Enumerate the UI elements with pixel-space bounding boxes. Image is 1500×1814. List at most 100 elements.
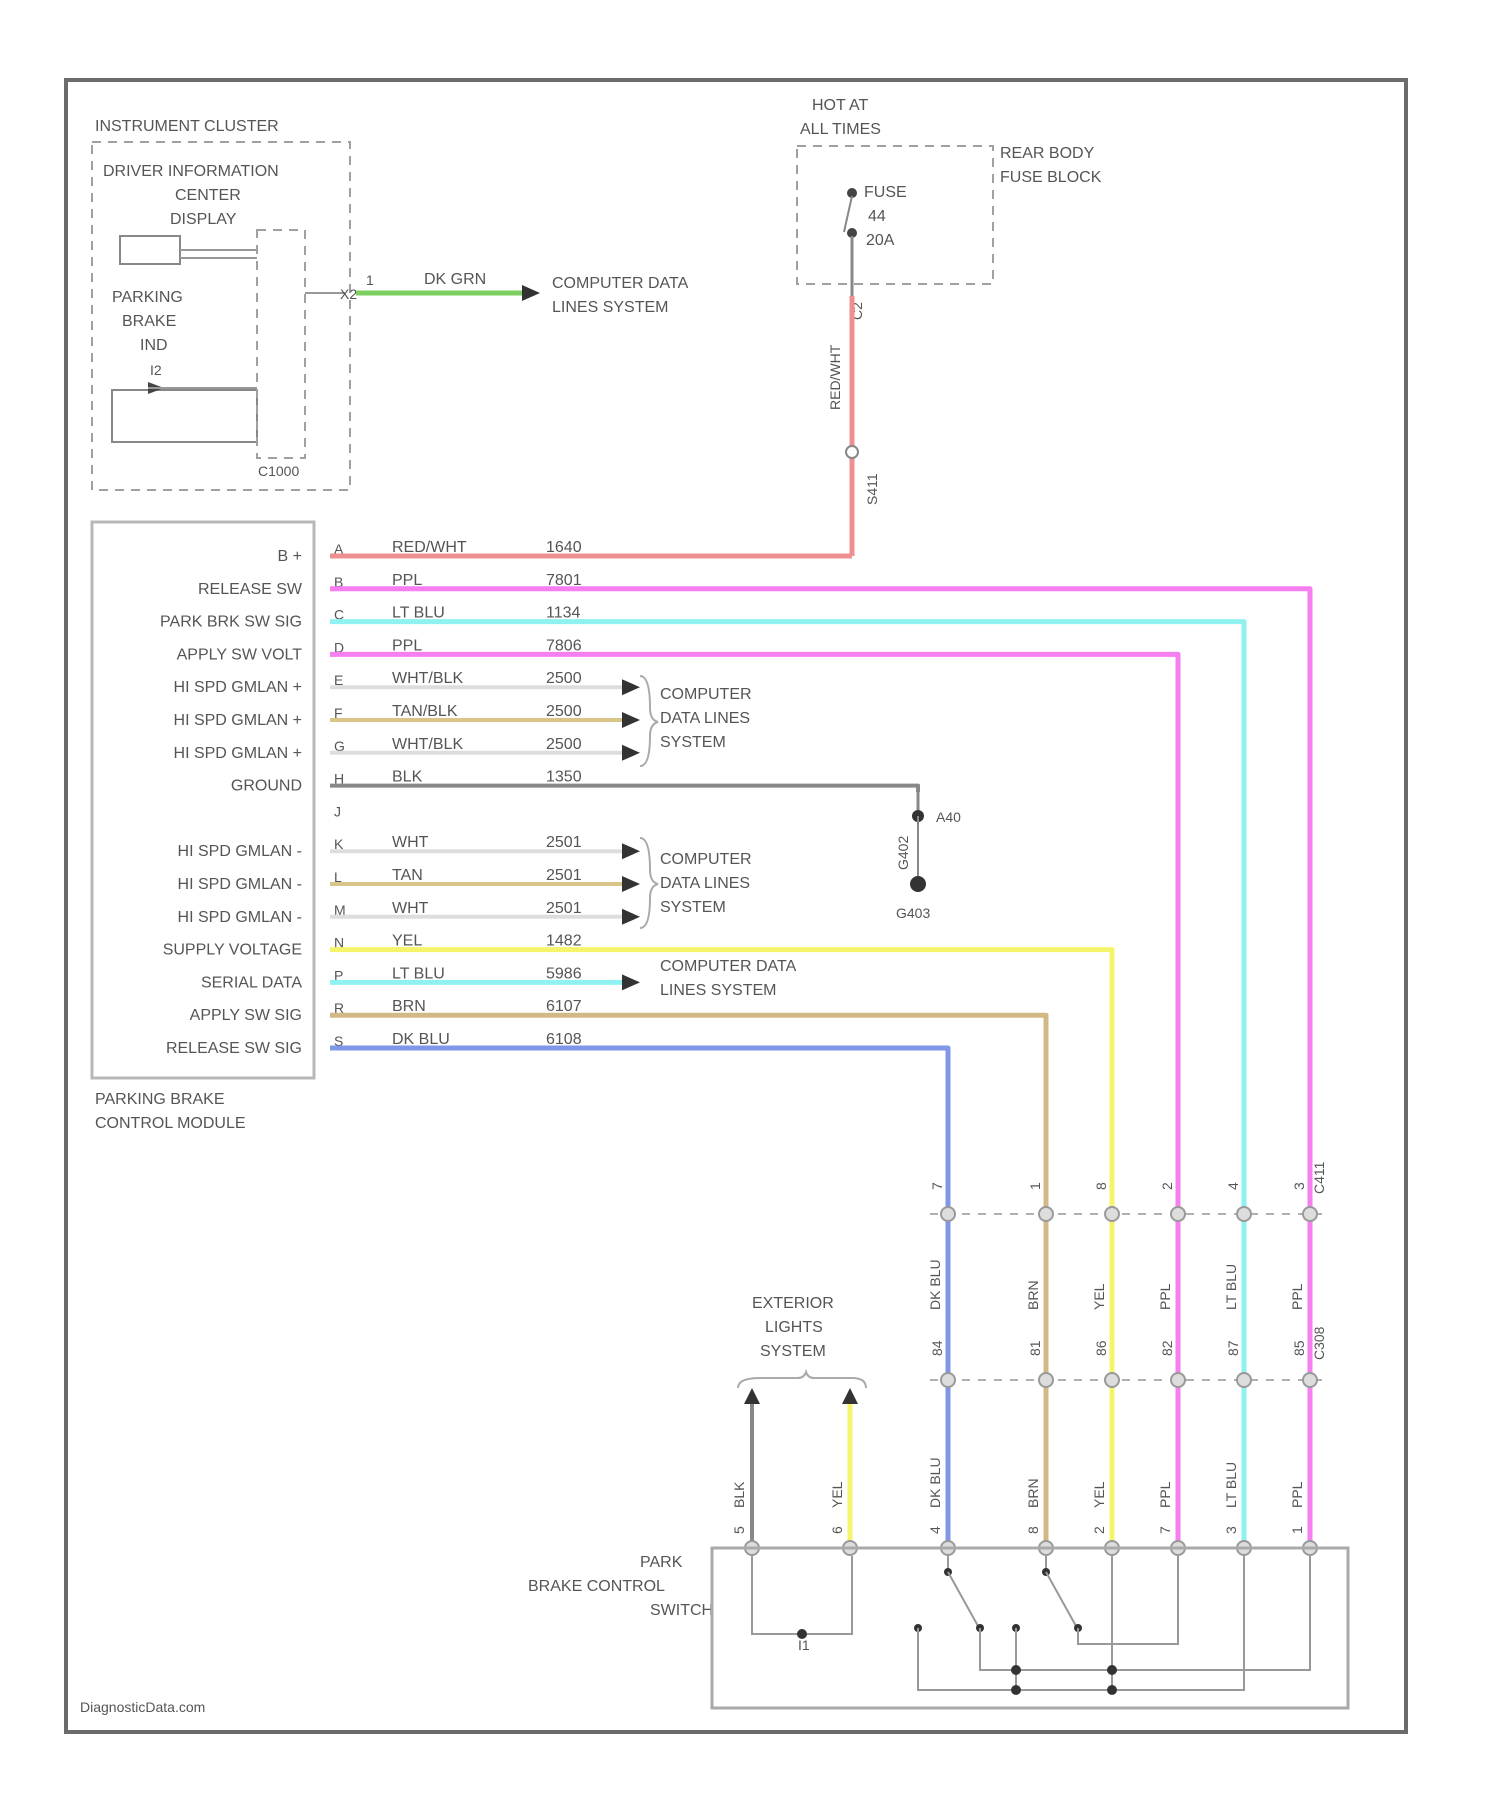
dic-label-1: DRIVER INFORMATION [103,163,279,180]
switch-pin-number: 1 [1289,1526,1305,1534]
connector-upper-pin: 8 [1093,1182,1109,1190]
cluster-pin-id: X2 [340,286,357,302]
connector-wire-label: YEL [1091,1283,1107,1310]
switch-wire-label: YEL [1091,1481,1107,1508]
circuit-number: 1134 [546,605,581,622]
terminal-label: SUPPLY VOLTAGE [163,942,302,959]
connector-pin-bottom [1105,1373,1119,1387]
connector-pin-top [1171,1207,1185,1221]
data-lines-label-a3: SYSTEM [660,734,726,751]
exterior-lights-system: EXTERIOR LIGHTS SYSTEM [738,1295,866,1388]
parking-brake-ind-label-3: IND [140,337,168,354]
switch-pin-number: 6 [829,1526,845,1534]
circuit-number: 6107 [546,998,582,1015]
connector-lower-pin: 82 [1159,1340,1175,1356]
ground-splice-label: G402 [895,836,911,870]
switch-circuit-line [1046,1572,1076,1626]
terminal-label: HI SPD GMLAN - [178,909,302,926]
switch-wire-label: PPL [1157,1481,1173,1508]
data-lines-label-b1: COMPUTER [660,851,752,868]
switch-wire-label: DK BLU [927,1457,943,1508]
connector-name: C411 [1311,1161,1327,1194]
connector-wire-label: PPL [1289,1283,1305,1310]
ground-circuit: A40 G402 G403 [895,786,961,921]
data-line-arrow-icon [622,712,640,728]
parking-brake-ind-label-1: PARKING [112,289,183,306]
data-line-arrow-icon [622,679,640,695]
connector-lower-name: C308 [1311,1326,1327,1360]
circuit-number: 2500 [546,670,582,687]
terminal-label: APPLY SW VOLT [177,646,303,663]
fuse-block-name-1: REAR BODY [1000,145,1095,162]
junction-dot [1011,1665,1021,1675]
up-arrow-icon [842,1388,858,1404]
switch-pin-number: 3 [1223,1526,1239,1534]
switch-circuit-line [752,1556,852,1634]
switch-wire-label: YEL [829,1481,845,1508]
circuit-number: 7806 [546,637,582,654]
serial-data-dest-2: LINES SYSTEM [660,982,776,999]
exterior-lights-label-2: LIGHTS [765,1319,823,1336]
connector-upper-pin: 1 [1027,1182,1043,1190]
fuse-label-1: FUSE [864,184,907,201]
connector-upper-pin: 3 [1291,1182,1307,1190]
data-lines-label-a2: DATA LINES [660,710,750,727]
connector-lower-pin: 85 [1291,1340,1307,1356]
switch-wire-label: LT BLU [1223,1462,1239,1508]
switch-wire-label: BRN [1025,1478,1041,1508]
connector-upper-pin: 7 [929,1182,945,1190]
instrument-cluster-title: INSTRUMENT CLUSTER [95,118,279,135]
ppl-release-sw-wire [330,589,1310,1548]
data-line-arrow-icon [622,745,640,761]
cluster-pin-number: 1 [366,272,374,288]
connector-pin-top [941,1207,955,1221]
connector-wire-label: PPL [1157,1283,1173,1310]
svg-text:I2: I2 [150,362,162,378]
data-lines-label-b2: DATA LINES [660,875,750,892]
ground-bottom-label: G403 [896,905,930,921]
up-arrow-icon [744,1388,760,1404]
circuit-number: 2501 [546,867,582,884]
wire-color-label: BLK [392,769,423,786]
switch-pin-number: 2 [1091,1526,1107,1534]
wire-harness [330,556,1310,1548]
connector-lower-pin: 86 [1093,1340,1109,1356]
switch-pin-number: 5 [731,1526,747,1534]
terminal-label: RELEASE SW [198,581,303,598]
wire-color-label: WHT [392,834,429,851]
wire-color-label: DK BLU [392,1031,450,1048]
junction-dot [1107,1665,1117,1675]
red-wht-feed-label: RED/WHT [827,344,843,410]
switch-circuit-line [1078,1556,1178,1644]
data-line-arrow-icon [522,285,540,301]
circuit-number: 1640 [546,539,582,556]
wire-color-label: BRN [392,998,426,1015]
connector-wire-label: LT BLU [1223,1264,1239,1310]
fuse-block-name-2: FUSE BLOCK [1000,169,1102,186]
connector-pin-top [1237,1207,1251,1221]
circuit-number: 5986 [546,965,582,982]
connector-upper-pin: 2 [1159,1182,1175,1190]
connector-lower-pin: 81 [1027,1340,1043,1356]
terminal-label: HI SPD GMLAN + [174,745,302,762]
dic-label-2: CENTER [175,187,241,204]
circuit-number: 6108 [546,1031,582,1048]
switch-circuit-line [980,1556,1310,1670]
circuit-number: 2501 [546,900,582,917]
serial-data-dest-1: COMPUTER DATA [660,958,797,975]
connector-lower-pin: 87 [1225,1340,1241,1356]
connector-pin-bottom [941,1373,955,1387]
junction-dot [1107,1685,1117,1695]
splice-label: S411 [864,473,880,505]
wire-color-label: LT BLU [392,965,445,982]
data-lines-label-b3: SYSTEM [660,899,726,916]
connector-wire-label: BRN [1025,1280,1041,1310]
terminal-label: APPLY SW SIG [190,1007,302,1024]
computer-data-lines-label-1: COMPUTER DATA [552,275,689,292]
terminal-label: B + [278,548,302,565]
module-terminals: B +ARED/WHT1640RELEASE SWBPPL7801PARK BR… [160,539,582,1057]
terminal-label: SERIAL DATA [201,974,302,991]
switch-lamp-label: I1 [798,1637,810,1653]
